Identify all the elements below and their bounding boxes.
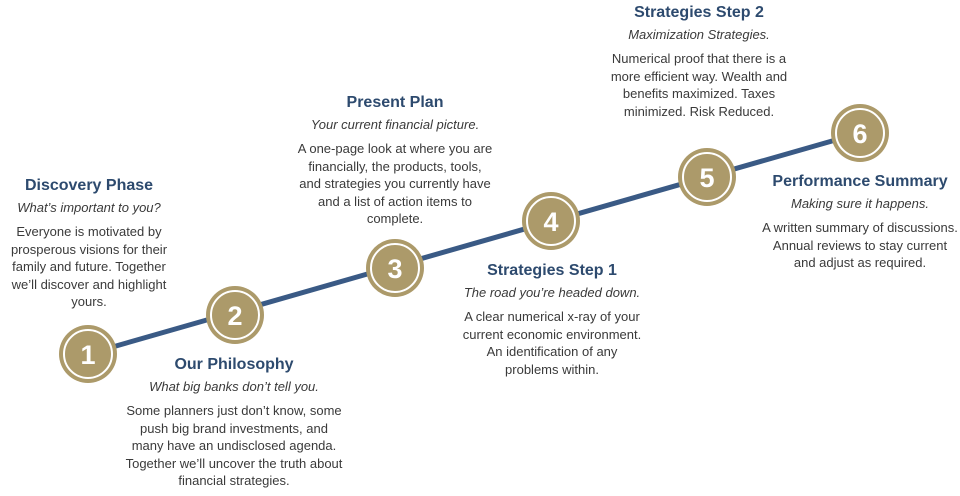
step-2-subtitle: What big banks don’t tell you. (149, 379, 319, 394)
step-5-description: Numerical proof that there is a more eff… (610, 51, 788, 119)
step-4-title: Strategies Step 1 (487, 262, 617, 279)
step-1-ring (63, 329, 113, 379)
step-4-circle (522, 192, 580, 250)
step-4-subtitle: The road you’re headed down. (463, 285, 641, 300)
step-6-circle (831, 104, 889, 162)
step-3-ring (370, 243, 420, 293)
step-2-text: Our Philosophy What big banks don’t tell… (123, 355, 345, 490)
step-2-circle (206, 286, 264, 344)
step-5-marker: 5 (678, 148, 736, 206)
step-5-title: Strategies Step 2 (634, 4, 764, 21)
step-5-circle (678, 148, 736, 206)
step-4-ring (526, 196, 576, 246)
step-2-number: 2 (227, 301, 242, 331)
step-3-description: A one-page look at where you are financi… (297, 141, 493, 226)
step-6-text: Performance Summary Making sure it happe… (762, 172, 958, 272)
step-6-number: 6 (852, 119, 867, 149)
step-2-ring (210, 290, 260, 340)
step-3-marker: 3 (366, 239, 424, 297)
step-6-marker: 6 (831, 104, 889, 162)
step-2-description: Some planners just don’t know, some push… (125, 403, 343, 488)
step-1-text: Discovery Phase What’s important to you?… (4, 176, 174, 311)
step-2-marker: 2 (206, 286, 264, 344)
step-4-text: Strategies Step 1 The road you’re headed… (459, 261, 645, 378)
step-1-title: Discovery Phase (24, 177, 154, 194)
step-1-circle (59, 325, 117, 383)
step-2-title: Our Philosophy (174, 356, 294, 373)
step-6-ring (835, 108, 885, 158)
step-6-subtitle: Making sure it happens. (790, 196, 930, 211)
step-4-description: A clear numerical x-ray of your current … (462, 309, 642, 377)
step-3-circle (366, 239, 424, 297)
step-6-title: Performance Summary (772, 173, 948, 190)
step-6-description: A written summary of discussions. Annual… (762, 220, 958, 270)
step-3-subtitle: Your current financial picture. (310, 117, 480, 132)
step-5-ring (682, 152, 732, 202)
step-1-marker: 1 (59, 325, 117, 383)
step-1-subtitle: What’s important to you? (17, 200, 161, 215)
step-3-text: Present Plan Your current financial pict… (297, 93, 493, 228)
step-5-subtitle: Maximization Strategies. (628, 27, 770, 42)
step-3-title: Present Plan (346, 94, 444, 111)
step-3-number: 3 (387, 254, 402, 284)
step-5-number: 5 (699, 163, 714, 193)
step-1-number: 1 (80, 340, 95, 370)
step-4-number: 4 (543, 207, 558, 237)
step-4-marker: 4 (522, 192, 580, 250)
step-1-description: Everyone is motivated by prosperous visi… (10, 224, 168, 309)
step-5-text: Strategies Step 2 Maximization Strategie… (605, 3, 793, 120)
